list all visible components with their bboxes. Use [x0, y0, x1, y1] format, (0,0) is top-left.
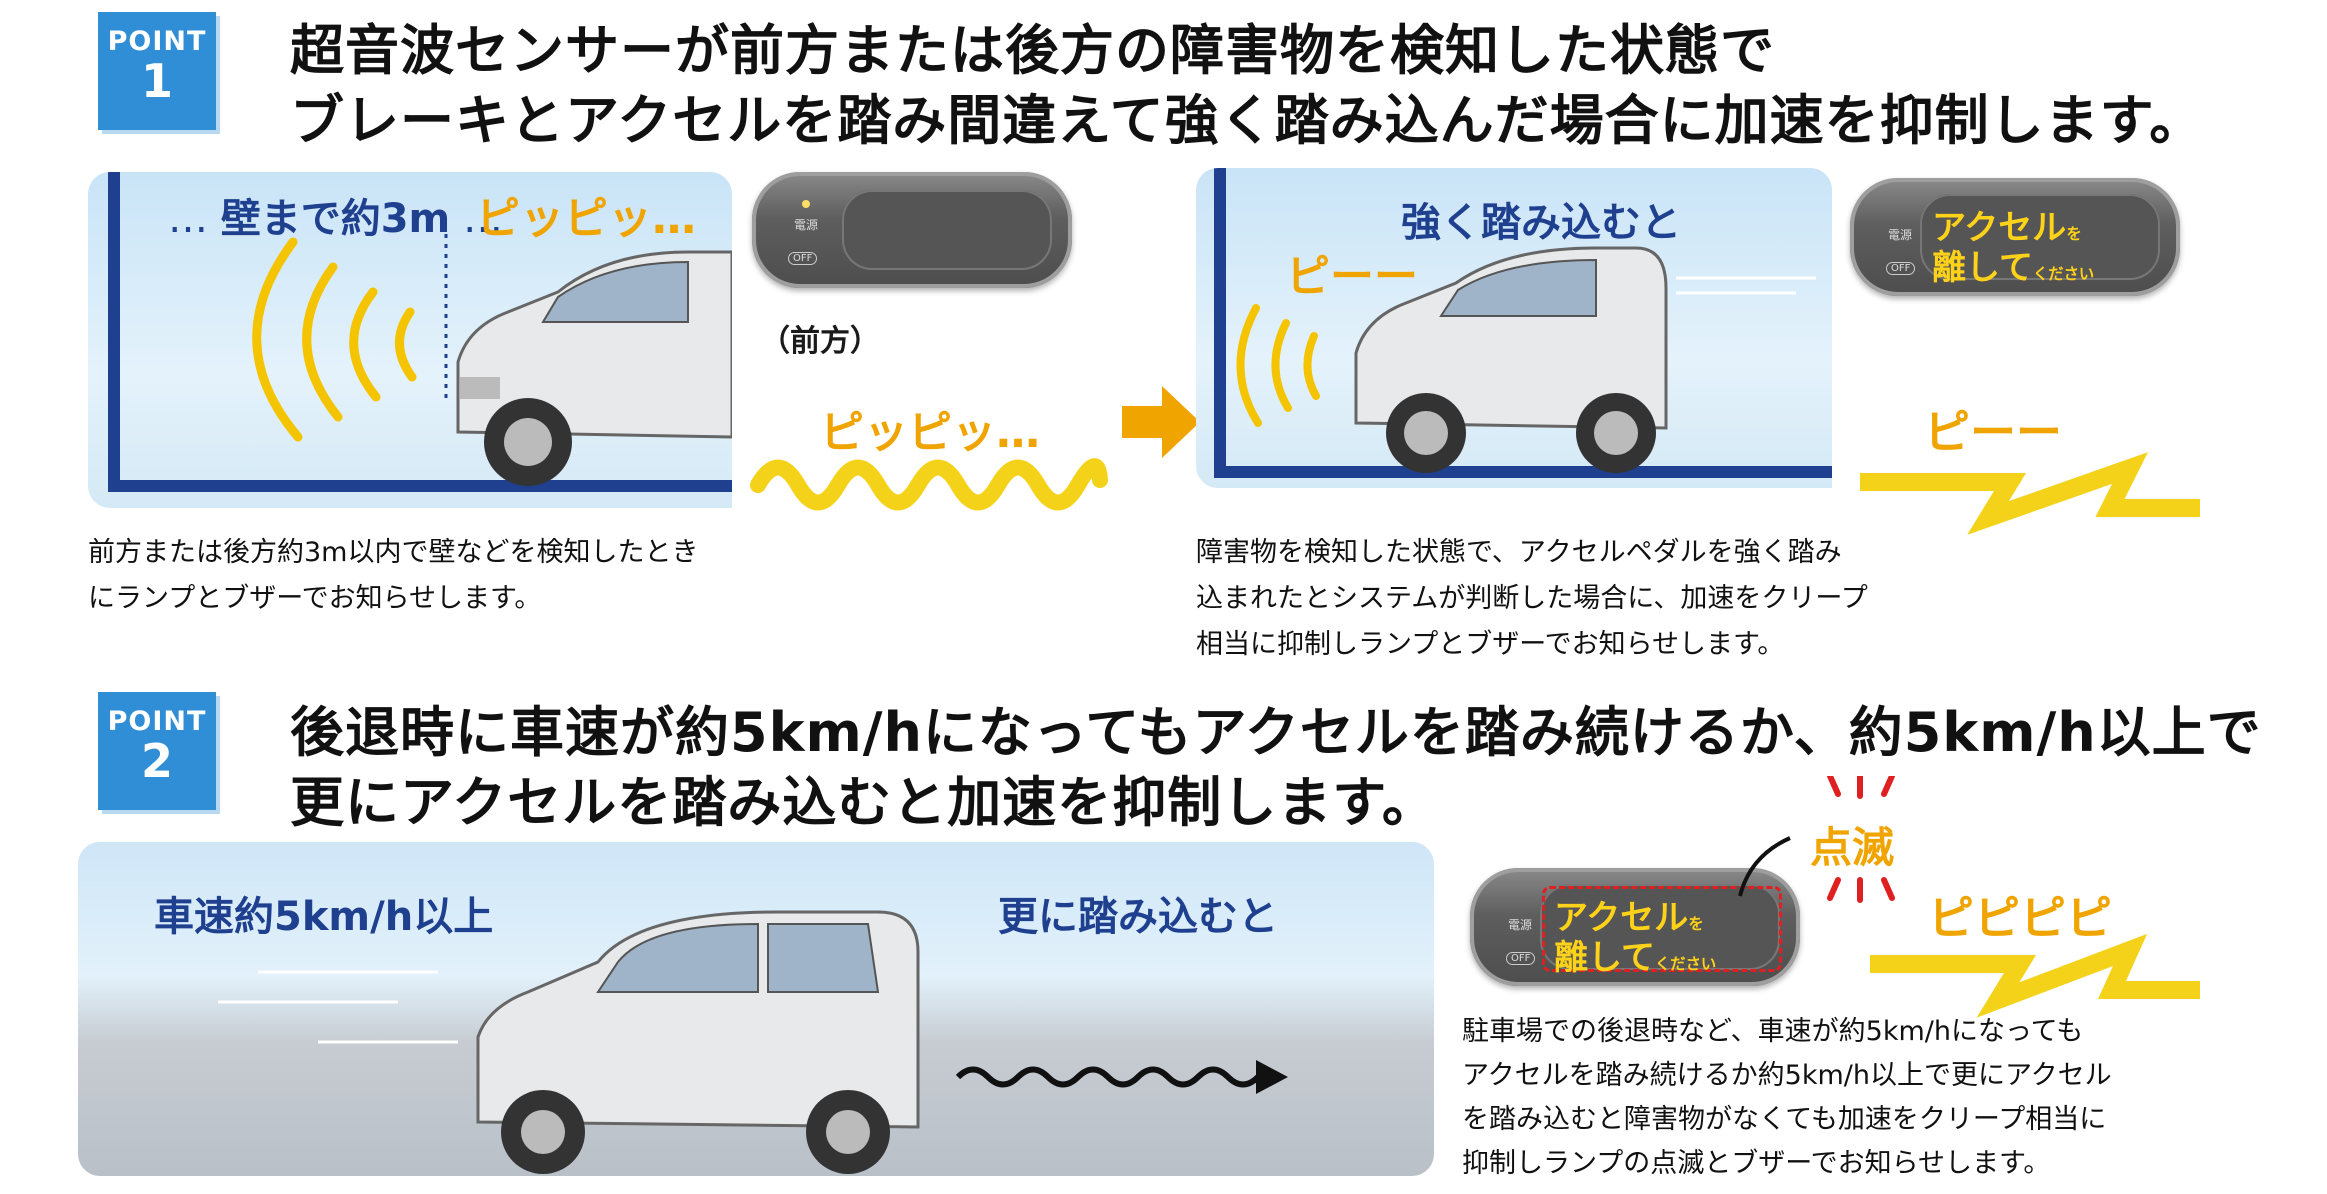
point2-headline-line1: 後退時に車速が約5km/hになってもアクセルを踏み続けるか、約5km/h以上で: [290, 701, 2262, 764]
blink-label: 点滅: [1810, 823, 1895, 872]
sensor-indicator-blinking: 電源 OFF アクセルを 離してください: [1470, 868, 1800, 986]
point1-scene-panel-left: … 壁まで約3m … ピッピッ…: [88, 172, 732, 508]
badge-number: 1: [140, 54, 173, 108]
badge-label: POINT: [107, 706, 207, 737]
ground-line: [108, 480, 732, 492]
caption-line: 駐車場での後退時など、車速が約5km/hになっても: [1462, 1016, 2084, 1047]
beep-label: ピッピッ…: [476, 193, 696, 244]
message-line1: アクセルを: [1554, 898, 1704, 938]
point1-headline-line1: 超音波センサーが前方または後方の障害物を検知した状態で: [290, 19, 1775, 82]
caption-line: 障害物を検知した状態で、アクセルペダルを強く踏み: [1196, 537, 1842, 568]
distance-label: … 壁まで約3m …: [168, 196, 503, 242]
point1-scene-panel-right: 強く踏み込むと ピーー: [1196, 168, 1832, 488]
car-and-sound-illustration: [252, 234, 732, 486]
flow-arrow-icon: [1122, 386, 1200, 458]
point1-badge: POINT 1: [98, 12, 216, 130]
car-reversing-illustration: [218, 910, 1288, 1174]
car-and-sound-illustration: [1236, 246, 1816, 473]
point2-badge: POINT 2: [98, 692, 216, 810]
caption-line: 前方または後方約3m以内で壁などを検知したとき: [88, 537, 699, 568]
indicator-screen: [1540, 884, 1780, 970]
press-label: 強く踏み込むと: [1401, 200, 1681, 246]
car: [456, 250, 732, 486]
off-label: OFF: [1886, 262, 1916, 275]
caption-line: にランプとブザーでお知らせします。: [88, 583, 542, 614]
badge-label: POINT: [107, 26, 207, 57]
ground-line: [1214, 466, 1832, 478]
indicator-screen: [842, 190, 1052, 270]
message-line2: 離してください: [1932, 248, 2095, 288]
caption-line: 相当に抑制しランプとブザーでお知らせします。: [1196, 629, 1785, 660]
message-line2: 離してください: [1554, 938, 1717, 978]
off-label: OFF: [1506, 952, 1536, 965]
indicator-screen: [1920, 194, 2160, 280]
point1-headline-line2: ブレーキとアクセルを踏み間違えて強く踏み込んだ場合に加速を抑制します。: [290, 89, 2205, 152]
beep-label: ピピピピ: [1928, 891, 2112, 945]
press-label: 更に踏み込むと: [998, 894, 1278, 940]
caption-line: を踏み込むと障害物がなくても加速をクリープ相当に: [1462, 1104, 2107, 1135]
lightning-wave-icon: [1860, 452, 2200, 535]
point2-scene-panel: 車速約5km/h以上 更に踏み込むと: [78, 842, 1434, 1176]
long-beep-label: ピーー: [1286, 251, 1418, 302]
blink-callout-icon: [1738, 776, 1895, 903]
off-label: OFF: [788, 252, 818, 265]
lightning-wave-icon: [1870, 933, 2200, 1018]
power-label: 電源: [1888, 228, 1913, 242]
point1-caption-right: 障害物を検知した状態で、アクセルペダルを強く踏み 込まれたとシステムが判断した場…: [1196, 530, 1868, 668]
point1-caption-left: 前方または後方約3m以内で壁などを検知したとき にランプとブザーでお知らせします…: [88, 530, 698, 622]
speed-label: 車速約5km/h以上: [154, 894, 494, 940]
power-label: 電源: [794, 218, 819, 232]
blink-highlight: [1542, 886, 1782, 972]
beep-wave-icon: [750, 458, 1108, 511]
power-label: 電源: [1508, 918, 1533, 932]
wall: [1214, 168, 1226, 478]
point2-headline-line2: 更にアクセルを踏み込むと加速を抑制します。: [290, 771, 1437, 834]
sensor-indicator-front: 電源 OFF: [752, 172, 1072, 288]
power-lamp: [802, 200, 810, 208]
caption-line: 抑制しランプの点滅とブザーでお知らせします。: [1462, 1148, 2051, 1179]
point2-caption: 駐車場での後退時など、車速が約5km/hになっても アクセルを踏み続けるか約5k…: [1462, 1010, 2112, 1186]
front-label: （前方）: [760, 324, 880, 359]
caption-line: 込まれたとシステムが判断した場合に、加速をクリープ: [1196, 583, 1868, 614]
beep-wave-label: ピッピッ…: [820, 407, 1040, 458]
badge-number: 2: [140, 734, 173, 788]
wall: [108, 172, 120, 492]
sensor-indicator-warning: 電源 OFF アクセルを 離してください: [1850, 178, 2180, 296]
caption-line: アクセルを踏み続けるか約5km/h以上で更にアクセル: [1462, 1060, 2112, 1091]
long-beep-wave-label: ピーー: [1924, 405, 2062, 459]
message-line1: アクセルを: [1932, 208, 2082, 248]
